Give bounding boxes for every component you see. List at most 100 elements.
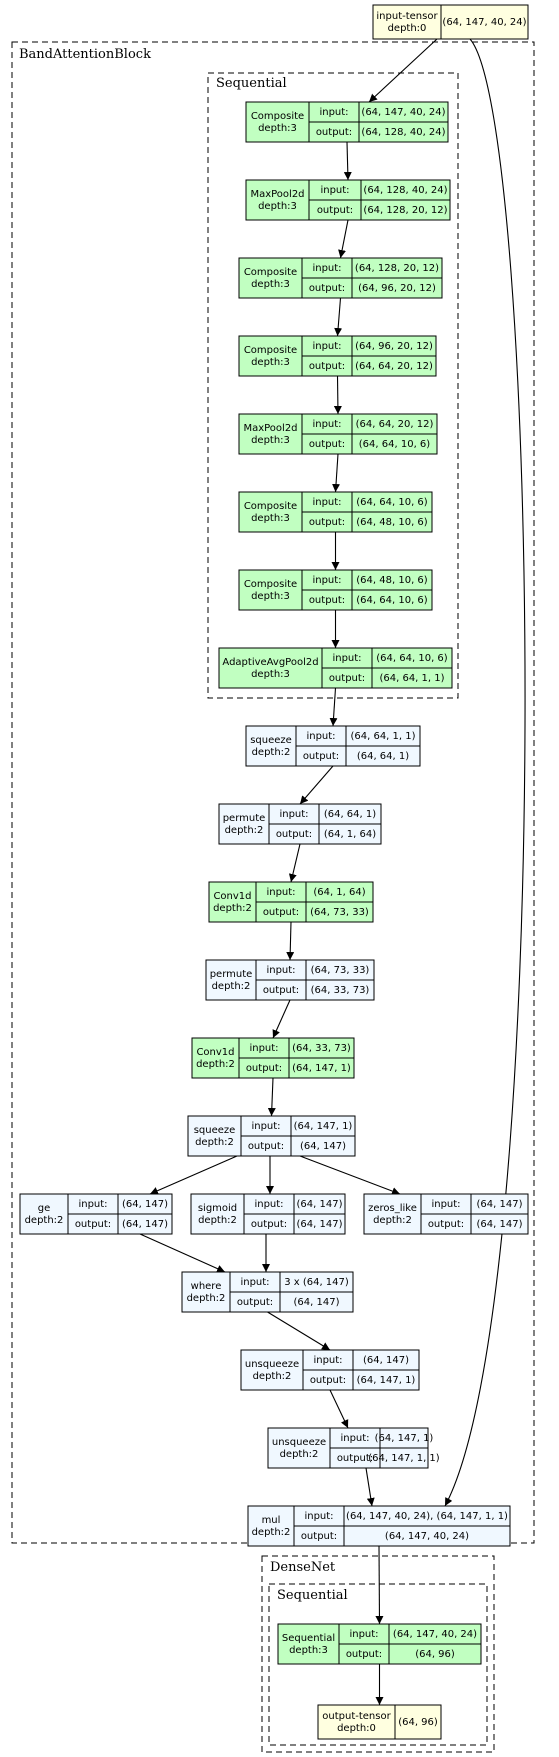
node-input-label: input: [312, 341, 341, 352]
node-shape-value: (64, 147, 40, 24) [442, 17, 526, 28]
edge-composite_2-to-composite_3 [334, 297, 343, 337]
edge-adaptive_avg_pool-to-squeeze_1 [329, 687, 338, 727]
node-output-label: output: [309, 439, 345, 450]
node-name: zeros_like [368, 1203, 417, 1214]
node-name: AdaptiveAvgPool2d [222, 657, 318, 668]
node-input-value: (64, 147, 40, 24) [393, 1629, 477, 1640]
node-output-label: output: [309, 283, 345, 294]
node-name: Conv1d [196, 1047, 234, 1058]
node-output-value: (64, 147) [297, 1219, 343, 1230]
node-input-value: (64, 64, 10, 6) [376, 653, 448, 664]
edge-where-to-unsqueeze_1 [267, 1311, 331, 1351]
node-input-value: (64, 64, 10, 6) [356, 497, 428, 508]
node-depth: depth:3 [251, 435, 290, 446]
node-depth: depth:0 [388, 23, 427, 34]
node-depth: depth:3 [251, 279, 290, 290]
node-input-label: input: [332, 653, 361, 664]
node-input-label: input: [349, 1629, 378, 1640]
node-depth: depth:2 [213, 903, 252, 914]
node-depth: depth:3 [251, 513, 290, 524]
node-output-label: output: [246, 1063, 282, 1074]
edge-unsqueeze_1-to-unsqueeze_2 [329, 1389, 349, 1429]
edge-composite_1-to-maxpool_1 [343, 141, 352, 181]
node-depth: depth:3 [251, 669, 290, 680]
edge-ge-to-where [139, 1233, 226, 1273]
node-output-value: (64, 33, 73) [311, 985, 370, 996]
edges-layer [139, 38, 526, 1705]
node-output-value: (64, 64, 10, 6) [356, 595, 428, 606]
node-input-label: input: [266, 965, 295, 976]
node-input-label: input: [313, 1355, 342, 1366]
node-output-label: output: [301, 1531, 337, 1542]
node-box [317, 1704, 442, 1740]
node-output-label: output: [248, 1141, 284, 1152]
node-output-label: output: [303, 751, 339, 762]
node-name: squeeze [250, 735, 292, 746]
node-name: permute [223, 813, 266, 824]
edge-maxpool_1-to-composite_2 [338, 219, 349, 259]
node-output-label: output: [316, 127, 352, 138]
node-output-value: (64, 64, 20, 12) [355, 361, 433, 372]
node-input-value: (64, 128, 40, 24) [363, 185, 447, 196]
node-depth: depth:2 [373, 1215, 412, 1226]
node-input-label: input: [78, 1199, 107, 1210]
node-shape-value: (64, 96) [398, 1717, 438, 1728]
node-name: Conv1d [213, 891, 251, 902]
node-output-label: output: [329, 673, 365, 684]
node-input-value: (64, 96, 20, 12) [355, 341, 433, 352]
cluster-label-sequential-band: Sequential [216, 76, 287, 91]
node-output-label: output: [237, 1297, 273, 1308]
node-depth: depth:3 [258, 201, 297, 212]
node-output-label: output: [263, 985, 299, 996]
node-name: Composite [244, 579, 297, 590]
node-output-label: output: [75, 1219, 111, 1230]
node-input-value: (64, 147, 1) [294, 1121, 353, 1132]
node-input-label: input: [340, 1433, 369, 1444]
node-input-value: (64, 147) [477, 1199, 523, 1210]
node-input-label: input: [320, 185, 349, 196]
node-output-value: (64, 1, 64) [324, 829, 376, 840]
node-depth: depth:3 [289, 1645, 328, 1656]
node-output-label: output: [263, 907, 299, 918]
node-input-value: (64, 64, 1) [324, 809, 376, 820]
node-input-value: 3 x (64, 147) [284, 1277, 349, 1288]
node-name: Sequential [282, 1633, 335, 1644]
edge-squeeze_2-to-zeros_like [299, 1155, 401, 1195]
node-output-value: (64, 147, 1) [292, 1063, 351, 1074]
node-output-label: output: [428, 1219, 464, 1230]
node-input-label: input: [312, 497, 341, 508]
node-name: mul [262, 1515, 281, 1526]
edge-squeeze_2-to-ge [149, 1155, 238, 1195]
node-output-value: (64, 147, 40, 24) [385, 1531, 469, 1542]
node-output-label: output: [309, 361, 345, 372]
node-output-value: (64, 147, 1) [357, 1375, 416, 1386]
node-depth: depth:2 [252, 747, 291, 758]
node-output-value: (64, 73, 33) [310, 907, 369, 918]
